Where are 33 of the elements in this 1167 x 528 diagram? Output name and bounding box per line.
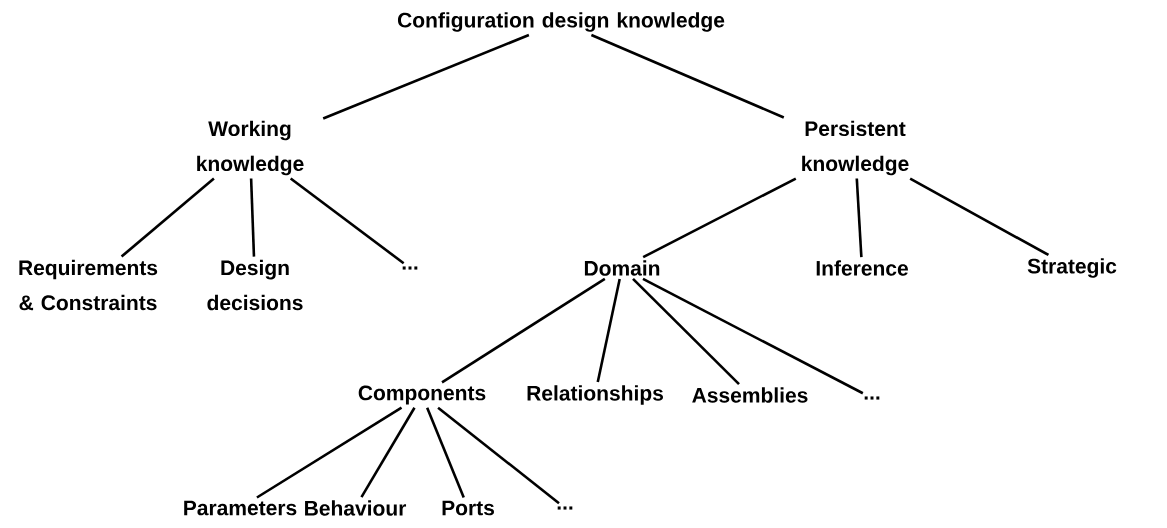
node-label: ... (557, 506, 573, 510)
node-label: Strategic (1027, 258, 1117, 278)
connector-line (441, 277, 606, 384)
connector-line (120, 177, 215, 258)
node-label: Working knowledge (197, 120, 304, 176)
node-label: Relationships (527, 385, 663, 405)
node-label: ... (864, 396, 880, 400)
node-label: Inference (816, 260, 908, 276)
node-label: Design decisions (207, 259, 303, 311)
connector-line (632, 278, 740, 385)
connector-line (909, 177, 1050, 257)
node-label: ... (402, 266, 418, 270)
connector-line (596, 278, 621, 383)
node-label: Configuration design knowledge (397, 12, 725, 32)
connector-line (642, 277, 864, 395)
node-label: Persistent knowledge (802, 120, 909, 176)
connector-line (437, 406, 560, 505)
node-label: Domain (584, 260, 660, 276)
connector-line (256, 406, 403, 499)
connector-line (642, 177, 797, 259)
node-label: Ports (442, 500, 494, 516)
node-label: Behaviour (305, 500, 407, 516)
connector-line (322, 33, 530, 120)
connector-line (289, 177, 405, 265)
node-label: Assemblies (692, 387, 808, 403)
connector-line (855, 178, 863, 258)
connector-line (249, 178, 256, 257)
connector-line (360, 407, 416, 498)
connector-line (425, 407, 465, 498)
connector-line (590, 33, 785, 119)
node-label: Components (358, 385, 486, 405)
node-label: Parameters (184, 500, 297, 516)
node-label: Requirements & Constraints (19, 259, 158, 311)
